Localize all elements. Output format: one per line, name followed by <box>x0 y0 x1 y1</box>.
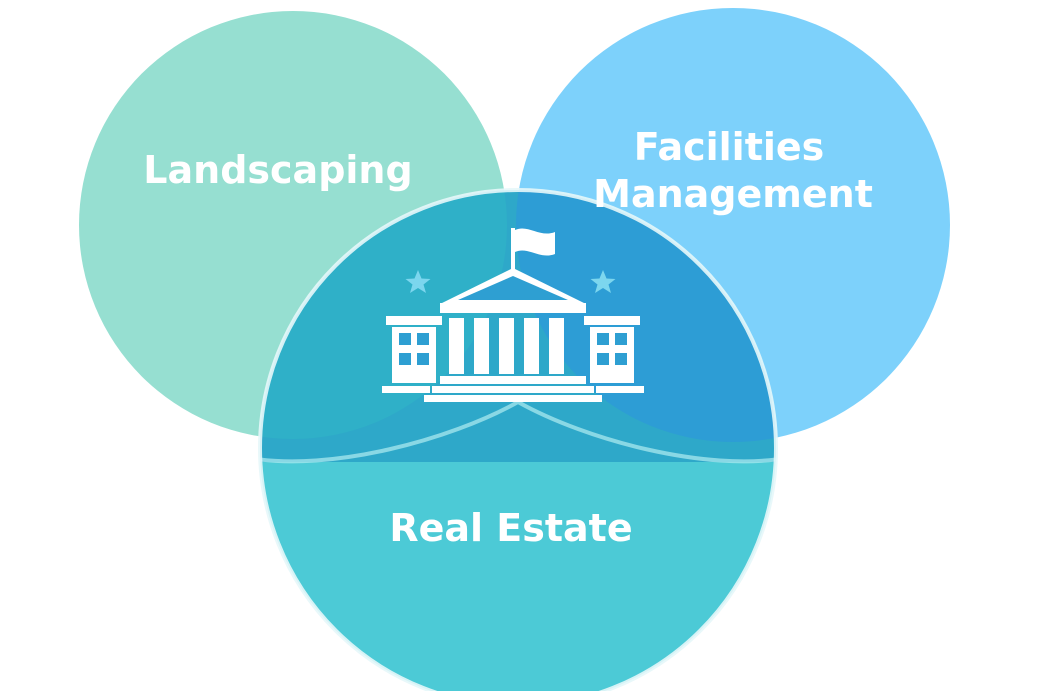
facilities-label-line2: Management <box>593 172 873 216</box>
flag-icon <box>511 228 555 270</box>
real-estate-outline <box>258 188 778 691</box>
landscaping-label: Landscaping <box>143 148 412 192</box>
government-building-icon <box>382 228 644 402</box>
facilities-label-line1: Facilities <box>634 125 825 169</box>
real-estate-label: Real Estate <box>389 506 632 550</box>
star-icon <box>590 270 616 293</box>
star-icon <box>405 270 431 293</box>
